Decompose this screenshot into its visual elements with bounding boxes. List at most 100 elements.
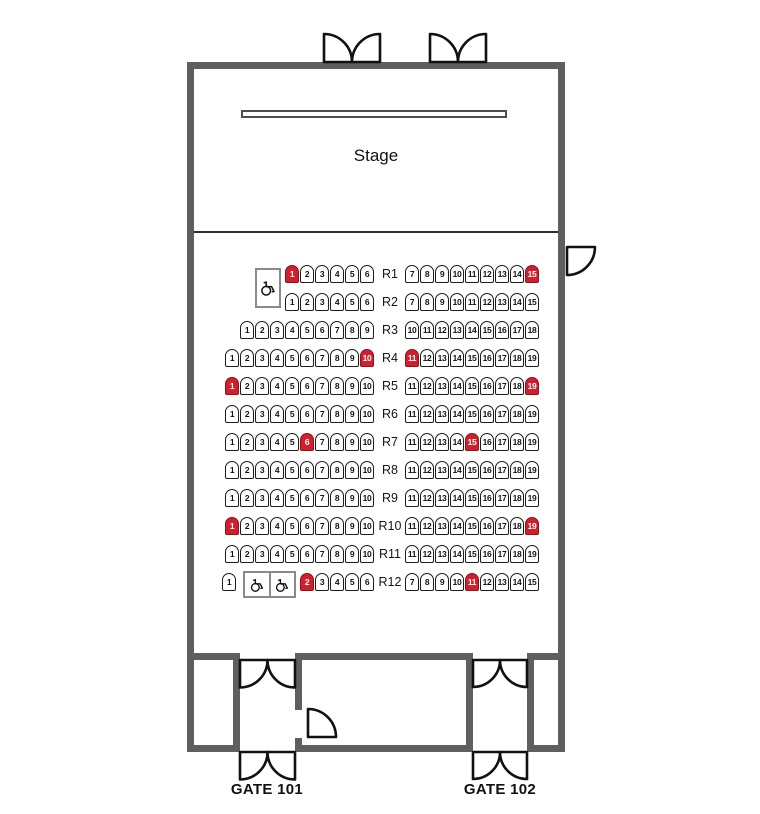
seat[interactable]: 7 xyxy=(315,433,329,451)
seat[interactable]: 11 xyxy=(405,405,419,423)
seat[interactable]: 13 xyxy=(435,545,449,563)
seat[interactable]: 4 xyxy=(270,545,284,563)
seat[interactable]: 16 xyxy=(480,433,494,451)
seat[interactable]: 6 xyxy=(300,517,314,535)
seat[interactable]: 10 xyxy=(360,405,374,423)
wheelchair-space[interactable] xyxy=(245,573,271,596)
seat[interactable]: 8 xyxy=(330,517,344,535)
seat[interactable]: 4 xyxy=(330,265,344,283)
seat[interactable]: 7 xyxy=(315,517,329,535)
seat[interactable]: 17 xyxy=(495,517,509,535)
seat[interactable]: 9 xyxy=(345,461,359,479)
seat[interactable]: 6 xyxy=(300,405,314,423)
seat[interactable]: 5 xyxy=(300,321,314,339)
wheelchair-space[interactable] xyxy=(271,573,295,596)
seat[interactable]: 9 xyxy=(345,517,359,535)
seat-occupied[interactable]: 15 xyxy=(465,433,479,451)
seat[interactable]: 19 xyxy=(525,433,539,451)
seat[interactable]: 18 xyxy=(510,377,524,395)
seat[interactable]: 19 xyxy=(525,349,539,367)
seat[interactable]: 1 xyxy=(225,489,239,507)
seat[interactable]: 13 xyxy=(435,433,449,451)
seat[interactable]: 17 xyxy=(495,405,509,423)
seat[interactable]: 8 xyxy=(330,377,344,395)
seat[interactable]: 17 xyxy=(510,321,524,339)
seat[interactable]: 9 xyxy=(345,349,359,367)
seat[interactable]: 12 xyxy=(435,321,449,339)
seat[interactable]: 18 xyxy=(510,349,524,367)
seat[interactable]: 8 xyxy=(330,433,344,451)
seat[interactable]: 15 xyxy=(480,321,494,339)
seat[interactable]: 5 xyxy=(285,489,299,507)
seat[interactable]: 4 xyxy=(270,349,284,367)
seat[interactable]: 2 xyxy=(255,321,269,339)
seat[interactable]: 5 xyxy=(285,461,299,479)
seat[interactable]: 4 xyxy=(270,517,284,535)
seat[interactable]: 15 xyxy=(465,349,479,367)
seat[interactable]: 11 xyxy=(405,377,419,395)
seat-occupied[interactable]: 1 xyxy=(225,517,239,535)
seat[interactable]: 3 xyxy=(255,433,269,451)
seat[interactable]: 5 xyxy=(345,293,359,311)
seat[interactable]: 9 xyxy=(435,293,449,311)
seat[interactable]: 2 xyxy=(240,433,254,451)
seat[interactable]: 4 xyxy=(270,489,284,507)
seat-occupied[interactable]: 1 xyxy=(225,377,239,395)
seat[interactable]: 14 xyxy=(465,321,479,339)
seat[interactable]: 19 xyxy=(525,461,539,479)
seat[interactable]: 3 xyxy=(255,349,269,367)
seat[interactable]: 8 xyxy=(330,545,344,563)
seat[interactable]: 1 xyxy=(225,433,239,451)
seat[interactable]: 13 xyxy=(435,461,449,479)
seat[interactable]: 13 xyxy=(495,573,509,591)
seat[interactable]: 7 xyxy=(405,293,419,311)
seat[interactable]: 18 xyxy=(510,489,524,507)
seat[interactable]: 17 xyxy=(495,433,509,451)
seat[interactable]: 3 xyxy=(315,293,329,311)
seat[interactable]: 11 xyxy=(405,545,419,563)
seat[interactable]: 14 xyxy=(510,293,524,311)
seat[interactable]: 5 xyxy=(285,349,299,367)
seat[interactable]: 9 xyxy=(435,573,449,591)
seat[interactable]: 18 xyxy=(510,517,524,535)
seat[interactable]: 17 xyxy=(495,461,509,479)
seat[interactable]: 17 xyxy=(495,489,509,507)
seat[interactable]: 15 xyxy=(465,489,479,507)
seat[interactable]: 10 xyxy=(360,377,374,395)
seat[interactable]: 9 xyxy=(345,405,359,423)
wheelchair-front-space[interactable] xyxy=(255,268,281,308)
seat[interactable]: 12 xyxy=(420,517,434,535)
seat[interactable]: 3 xyxy=(255,489,269,507)
seat-occupied[interactable]: 1 xyxy=(285,265,299,283)
seat[interactable]: 9 xyxy=(345,489,359,507)
seat[interactable]: 7 xyxy=(315,377,329,395)
seat[interactable]: 1 xyxy=(225,349,239,367)
seat[interactable]: 3 xyxy=(255,405,269,423)
seat[interactable]: 2 xyxy=(240,405,254,423)
seat[interactable]: 8 xyxy=(330,489,344,507)
seat[interactable]: 7 xyxy=(405,265,419,283)
seat[interactable]: 3 xyxy=(255,517,269,535)
seat[interactable]: 10 xyxy=(360,517,374,535)
seat[interactable]: 3 xyxy=(315,265,329,283)
seat[interactable]: 4 xyxy=(330,293,344,311)
seat[interactable]: 14 xyxy=(450,349,464,367)
seat[interactable]: 12 xyxy=(480,265,494,283)
seat[interactable]: 18 xyxy=(525,321,539,339)
seat[interactable]: 13 xyxy=(435,349,449,367)
seat[interactable]: 14 xyxy=(510,265,524,283)
seat[interactable]: 4 xyxy=(270,461,284,479)
seat[interactable]: 9 xyxy=(435,265,449,283)
seat[interactable]: 6 xyxy=(300,349,314,367)
seat[interactable]: 15 xyxy=(465,517,479,535)
seat[interactable]: 18 xyxy=(510,545,524,563)
seat[interactable]: 1 xyxy=(240,321,254,339)
seat[interactable]: 17 xyxy=(495,349,509,367)
seat[interactable]: 12 xyxy=(420,405,434,423)
seat[interactable]: 9 xyxy=(345,545,359,563)
seat[interactable]: 16 xyxy=(480,517,494,535)
seat[interactable]: 8 xyxy=(330,405,344,423)
seat[interactable]: 6 xyxy=(300,461,314,479)
seat[interactable]: 5 xyxy=(345,573,359,591)
seat[interactable]: 12 xyxy=(420,349,434,367)
